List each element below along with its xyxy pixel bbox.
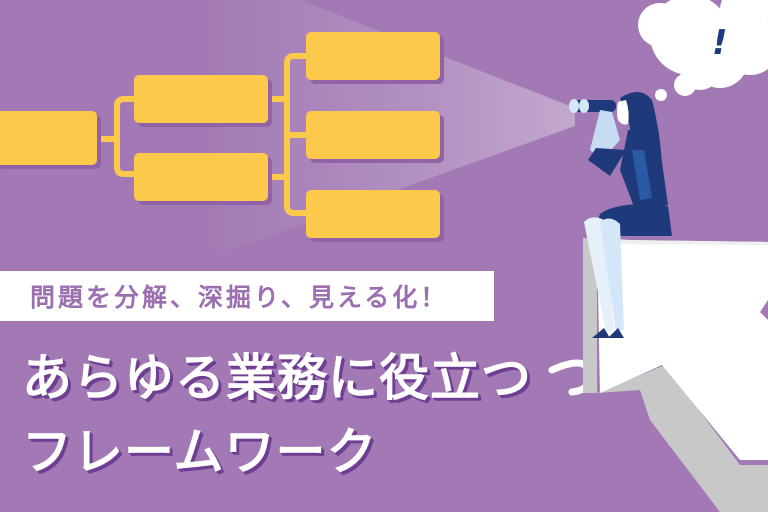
tree-level3-box: [306, 32, 440, 80]
cursor-arrow-icon: [583, 238, 768, 512]
tree-level2-box: [134, 75, 268, 123]
headline-line-2: フレームワーク: [22, 423, 378, 481]
subtitle-text: 問題を分解、深掘り、見える化！: [30, 283, 449, 312]
subtitle-bar: 問題を分解、深掘り、見える化！: [0, 271, 494, 321]
thought-bubble-icon: [638, 0, 768, 101]
woman-figure: [569, 91, 672, 338]
tree-level2-box: [134, 153, 268, 201]
exclamation-icon: !: [712, 23, 728, 63]
headline-line-1: あらゆる業務に役立つ: [22, 349, 532, 407]
tree-level3-box: [306, 111, 440, 159]
tree-level3-box: [306, 190, 440, 238]
tree-root-box: [0, 111, 97, 165]
